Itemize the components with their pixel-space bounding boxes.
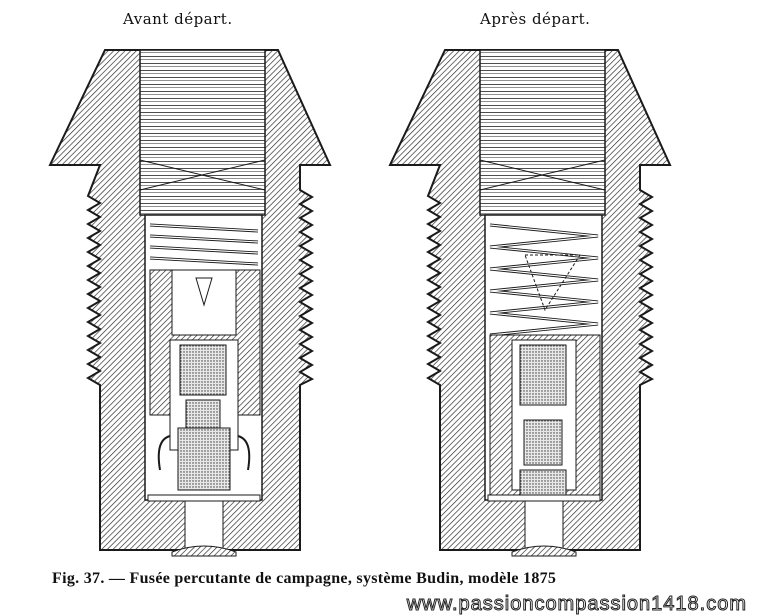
vent-channel [524, 500, 564, 551]
threaded-bore [139, 49, 266, 216]
threaded-bore [479, 49, 606, 216]
watermark: www.passioncompassion1418.com [406, 593, 747, 616]
fuse-after-firing [388, 49, 672, 557]
bottom-plate [487, 494, 601, 502]
bottom-plate [147, 494, 261, 502]
detonator [179, 344, 227, 396]
label-before-firing: Avant départ. [123, 10, 233, 28]
bottom-cap [511, 545, 577, 557]
powder-charge [177, 427, 231, 491]
striker-needle [524, 254, 581, 312]
spring-inner [149, 224, 259, 265]
detonator [519, 344, 567, 406]
powder-charge [519, 469, 567, 496]
figure-caption: Fig. 37. — Fusée percutante de campagne,… [52, 570, 557, 587]
fuse-before-firing [48, 49, 332, 557]
vent-channel [184, 500, 224, 551]
bottom-cap [171, 545, 237, 557]
label-after-firing: Après départ. [480, 10, 591, 28]
